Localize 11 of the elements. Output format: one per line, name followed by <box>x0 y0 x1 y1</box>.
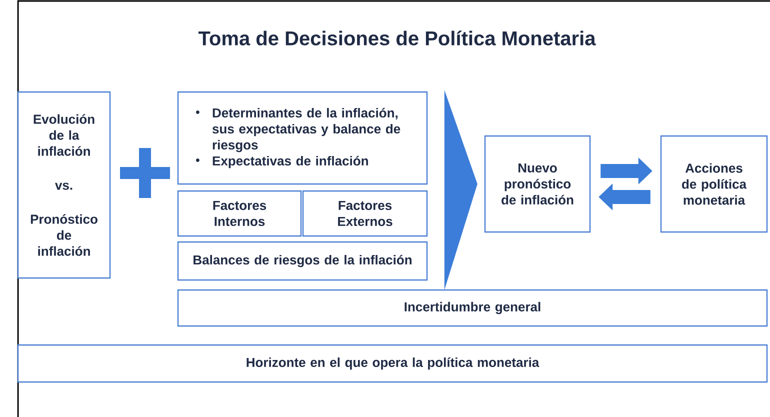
text-box: Evolución de la inflación vs. Pronóstico de inflación <box>17 91 111 279</box>
text-box: Horizonte en el que opera la política monetaria <box>17 344 768 383</box>
text-box: Determinantes de la inflación, sus expectativas y balance de riesgos Expectativas de inflación <box>177 91 428 185</box>
text-box: Balances de riesgos de la inflación <box>177 241 428 281</box>
text-box: Acciones de política monetaria <box>660 135 768 233</box>
text-box: Factores Internos <box>177 190 302 237</box>
text-box: Nuevo pronóstico de inflación <box>484 135 591 233</box>
chevron-arrow <box>444 90 478 290</box>
title: Toma de Decisiones de Política Monetaria <box>198 30 596 46</box>
text-box: Incertidumbre general <box>177 289 768 327</box>
text-box: Factores Externos <box>302 190 428 237</box>
